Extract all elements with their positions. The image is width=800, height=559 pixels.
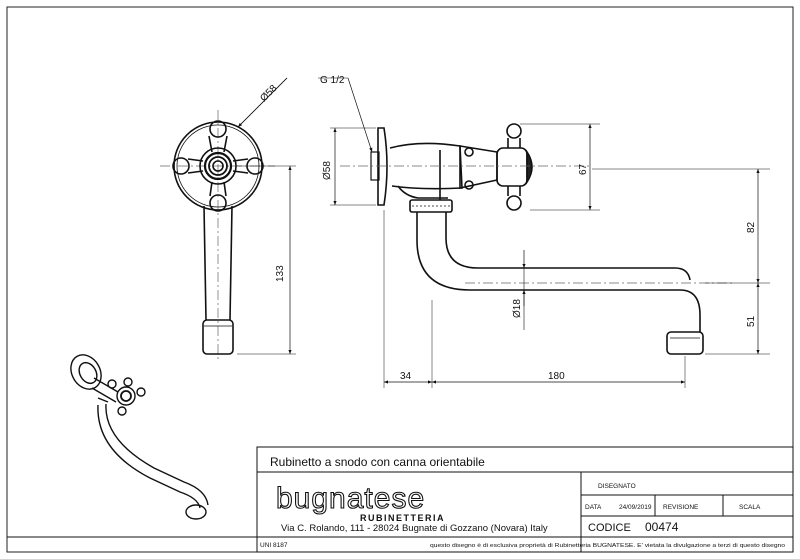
side-dimensions (318, 77, 770, 388)
drawing-frame (6, 6, 794, 553)
brand-subtitle: RUBINETTERIA (360, 513, 445, 523)
dim-67: 67 (578, 163, 589, 175)
uni-standard: UNI 8187 (260, 542, 288, 549)
label-revisione: REVISIONE (663, 504, 699, 511)
dim-180: 180 (548, 371, 565, 382)
front-dimensions (237, 77, 296, 355)
dim-diameter-58-front: Ø58 (258, 83, 279, 104)
value-codice: 00474 (645, 520, 679, 534)
dim-51: 51 (746, 315, 757, 327)
dim-diameter-18: Ø18 (512, 299, 523, 318)
company-address: Via C. Rolando, 111 - 28024 Bugnate di G… (281, 523, 548, 534)
title-block (7, 446, 794, 553)
isometric-view (70, 354, 209, 520)
label-disegnato: DISEGNATO (598, 483, 636, 490)
label-scala: SCALA (739, 504, 761, 511)
dim-g-half: G 1/2 (320, 75, 345, 86)
ownership-disclaimer: questo disegno è di esclusiva proprietà … (430, 543, 785, 549)
label-codice: CODICE (588, 522, 631, 534)
dim-133: 133 (275, 265, 286, 282)
brand-logo: bugnatese RUBINETTERIA (275, 481, 445, 523)
front-view (160, 110, 275, 360)
brand-name: bugnatese (276, 482, 425, 515)
value-data: 24/09/2019 (619, 504, 652, 511)
dim-34: 34 (400, 371, 412, 382)
drawing-title: Rubinetto a snodo con canna orientabile (270, 455, 485, 469)
side-view (370, 123, 704, 355)
dim-82: 82 (746, 221, 757, 233)
dim-diameter-58-side: Ø58 (322, 161, 333, 180)
label-data: DATA (585, 504, 602, 511)
